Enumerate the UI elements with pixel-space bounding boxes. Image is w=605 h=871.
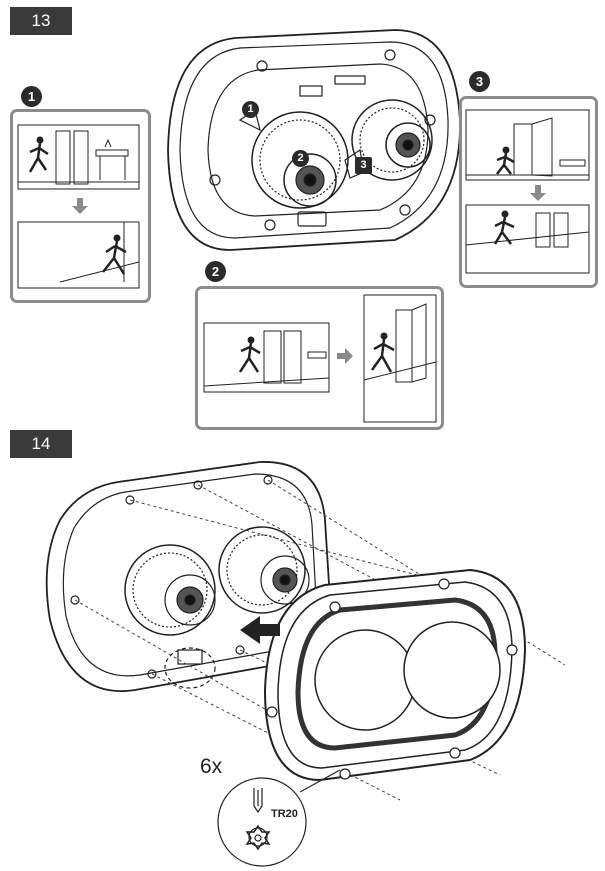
callout-1-illustration [17,124,140,289]
callout-3-illustration [465,109,590,274]
callout-3-panel [459,96,598,288]
camera-label-1: 1 [242,101,259,118]
step-14-label: 14 [10,430,72,458]
camera-label-2: 2 [292,150,309,167]
callout-3-badge: 3 [469,71,490,92]
callout-2-badge: 2 [205,261,226,282]
screw-count-label: 6x [200,755,223,778]
torx-bit-label: TR20 [271,808,298,820]
callout-1-badge: 1 [21,86,42,107]
camera-label-3: 3 [355,157,372,174]
callout-2-illustration [203,294,437,423]
step-13-label: 13 [10,7,72,35]
